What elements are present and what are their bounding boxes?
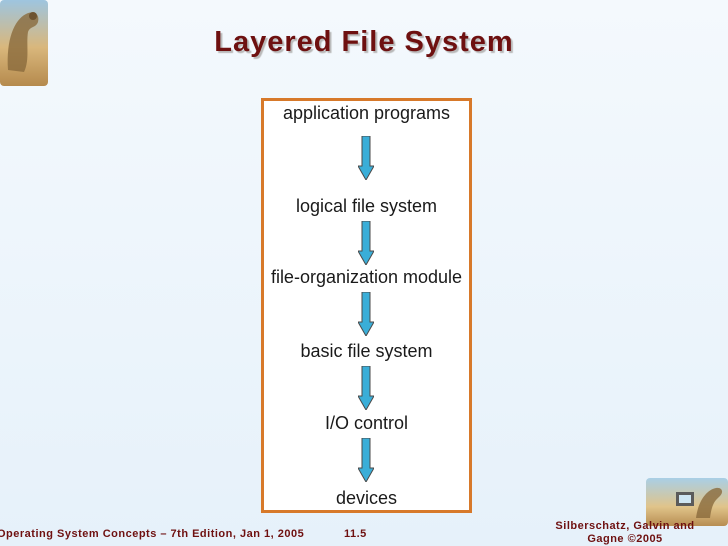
layer-logical-file-system: logical file system [295,196,438,216]
down-arrow-icon [358,438,374,482]
down-arrow-icon [358,221,374,265]
down-arrow-icon [358,292,374,336]
slide-title: Layered File System [214,26,514,58]
layer-devices: devices [335,488,398,508]
footer-book-title: Operating System Concepts – 7th Edition,… [0,528,305,540]
footer-page-number: 11.5 [344,528,367,540]
layer-application-programs: application programs [282,103,451,123]
layer-io-control: I/O control [324,413,409,433]
down-arrow-icon [358,136,374,180]
footer-authors: Silberschatz, Galvin and Gagne ©2005 [555,520,695,545]
layer-basic-file-system: basic file system [300,341,433,361]
down-arrow-icon [358,366,374,410]
layer-file-organization-module: file-organization module [270,267,463,287]
dinosaur-logo-bottom-right [646,478,728,526]
layer-diagram: application programs logical file system… [261,98,472,513]
dinosaur-logo-top-left [0,0,48,86]
